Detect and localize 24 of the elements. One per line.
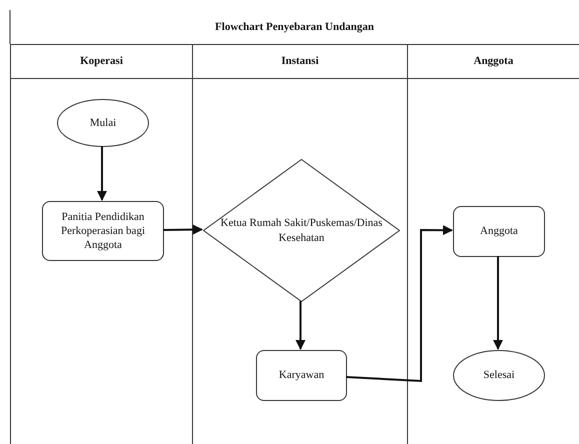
node-text: Anggota	[480, 224, 518, 239]
arrow	[346, 225, 453, 382]
process-box	[256, 350, 347, 401]
arrow	[296, 301, 306, 350]
decision-diamond	[203, 159, 400, 302]
node-text: Panitia Pendidikan Perkoperasian bagi Anggota	[60, 210, 146, 252]
terminal-ellipse	[57, 99, 149, 147]
arrow	[97, 146, 107, 201]
node-text: Ketua Rumah Sakit/Puskemas/Dinas Kesehatan	[220, 216, 384, 245]
lane-header: Anggota	[474, 54, 514, 69]
diagram-title: Flowchart Penyebaran Undangan	[215, 20, 374, 34]
process-box	[42, 201, 164, 261]
swimlane	[407, 44, 579, 444]
swimlane	[192, 44, 407, 444]
arrow	[162, 224, 203, 235]
lane-header: Koperasi	[80, 54, 123, 69]
process-box	[453, 206, 545, 257]
arrow	[493, 256, 503, 350]
node-text: Mulai	[90, 116, 116, 130]
lane-header: Instansi	[281, 54, 319, 69]
node-text: Karyawan	[278, 368, 324, 383]
terminal-ellipse	[453, 350, 545, 401]
node-text: Selesai	[483, 368, 515, 383]
swimlane	[10, 44, 192, 444]
